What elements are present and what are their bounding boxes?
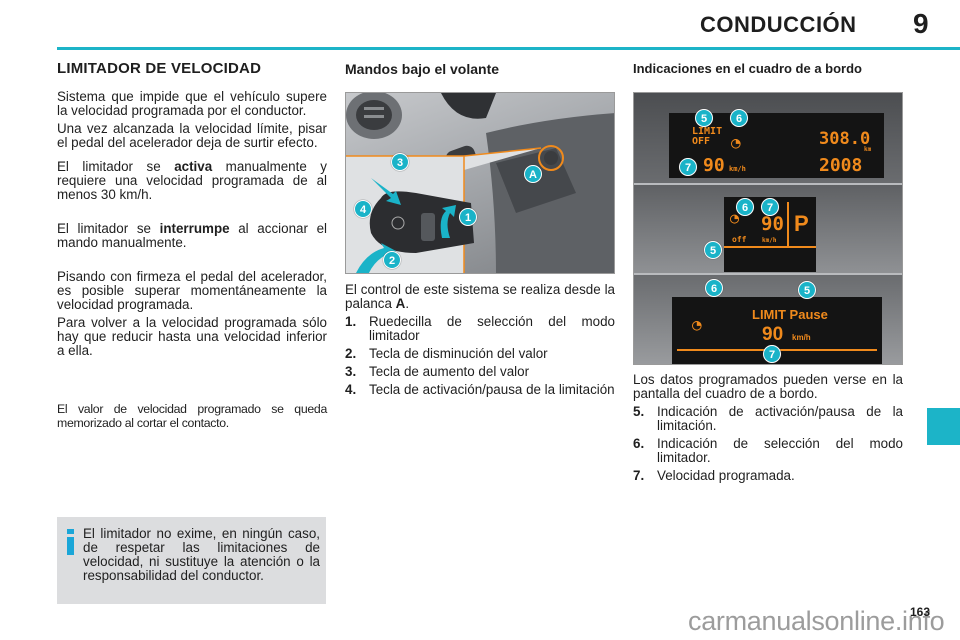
paragraph-memory-note: El valor de velocidad programado se qued… — [57, 402, 327, 430]
watermark: carmanualsonline.info — [688, 606, 945, 636]
dashboard-indications-text: Los datos programados pueden verse en la… — [633, 373, 903, 487]
label-badge-5: 5 — [695, 109, 713, 127]
label-badge-6: 6 — [730, 109, 748, 127]
list-item: 1.Ruedecilla de selección del modo limit… — [345, 314, 615, 343]
label-badge-4: 4 — [354, 200, 372, 218]
label-badge-7: 7 — [763, 345, 781, 363]
label-badge-5: 5 — [704, 241, 722, 259]
label-badge-2: 2 — [383, 251, 401, 269]
info-icon — [67, 529, 74, 557]
header-rule — [57, 47, 960, 50]
chapter-side-tab — [927, 408, 960, 445]
steering-controls-text: El control de este sistema se realiza de… — [345, 283, 615, 401]
chapter-title: CONDUCCIÓN — [700, 12, 857, 37]
list-item: 6.Indicación de selección del modo limit… — [633, 436, 903, 465]
cluster-panel-3: ◔ LIMIT Pause 90 km/h 6 5 7 — [634, 275, 902, 364]
column-speed-limiter: LIMITADOR DE VELOCIDAD Sistema que impid… — [57, 60, 328, 434]
speedometer-icon: ◔ — [730, 209, 740, 227]
list-item: 4.Tecla de activación/pausa de la limita… — [345, 382, 615, 397]
section-title: LIMITADOR DE VELOCIDAD — [57, 60, 262, 77]
section-title: Mandos bajo el volante — [345, 61, 500, 77]
info-box: El limitador no exime, en ningún caso, d… — [57, 517, 326, 604]
speedometer-icon: ◔ — [731, 133, 741, 152]
section-title: Indicaciones en el cuadro de a bordo — [633, 61, 862, 76]
label-badge-6: 6 — [705, 279, 723, 297]
column-dashboard-indications: Indicaciones en el cuadro de a bordo — [633, 62, 903, 90]
lever-photo: 3 4 1 2 A — [345, 92, 615, 274]
label-badge-3: 3 — [391, 153, 409, 171]
paragraph-interruption: El limitador se interrumpe al accionar e… — [57, 221, 328, 250]
chapter-number: 9 — [913, 8, 929, 39]
steering-lever-illustration — [346, 93, 614, 273]
label-badge-5: 5 — [798, 281, 816, 299]
list-item: 3.Tecla de aumento del valor — [345, 364, 530, 379]
cluster-panel-1: LIMIT OFF ◔ 90 km/h 308.0 km 2008 5 6 7 — [634, 93, 902, 183]
paragraph: Pisando con firmeza el pedal del acelera… — [57, 269, 327, 312]
label-badge-a: A — [524, 165, 542, 183]
info-text: El limitador no exime, en ningún caso, d… — [83, 526, 320, 583]
speedometer-icon: ◔ — [692, 315, 702, 334]
cluster-panel-2: ◔ off 90 km/h P 6 7 5 — [634, 185, 902, 273]
label-badge-7: 7 — [679, 158, 697, 176]
paragraph: Una vez alcanzada la velocidad límite, p… — [57, 121, 327, 150]
intro-paragraph: El control de este sistema se realiza de… — [345, 282, 615, 311]
page-number: 163 — [910, 605, 931, 619]
paragraph: Para volver a la velocidad programada só… — [57, 315, 327, 358]
indications-list: 5.Indicación de activación/pausa de la l… — [633, 405, 903, 483]
column-steering-controls: Mandos bajo el volante — [345, 62, 615, 90]
list-item: 5.Indicación de activación/pausa de la l… — [633, 404, 903, 433]
controls-list: 1.Ruedecilla de selección del modo limit… — [345, 315, 615, 397]
list-item: 7.Velocidad programada. — [633, 468, 795, 483]
list-item: 2.Tecla de disminución del valor — [345, 346, 548, 361]
cluster-photos: LIMIT OFF ◔ 90 km/h 308.0 km 2008 5 6 7 … — [633, 92, 903, 365]
intro-paragraph: Los datos programados pueden verse en la… — [633, 372, 903, 401]
label-badge-6: 6 — [736, 198, 754, 216]
paragraph-activation: El limitador se activa manualmente y req… — [57, 159, 328, 202]
label-badge-1: 1 — [459, 208, 477, 226]
paragraph: Sistema que impide que el vehículo super… — [57, 89, 327, 118]
label-badge-7: 7 — [761, 198, 779, 216]
